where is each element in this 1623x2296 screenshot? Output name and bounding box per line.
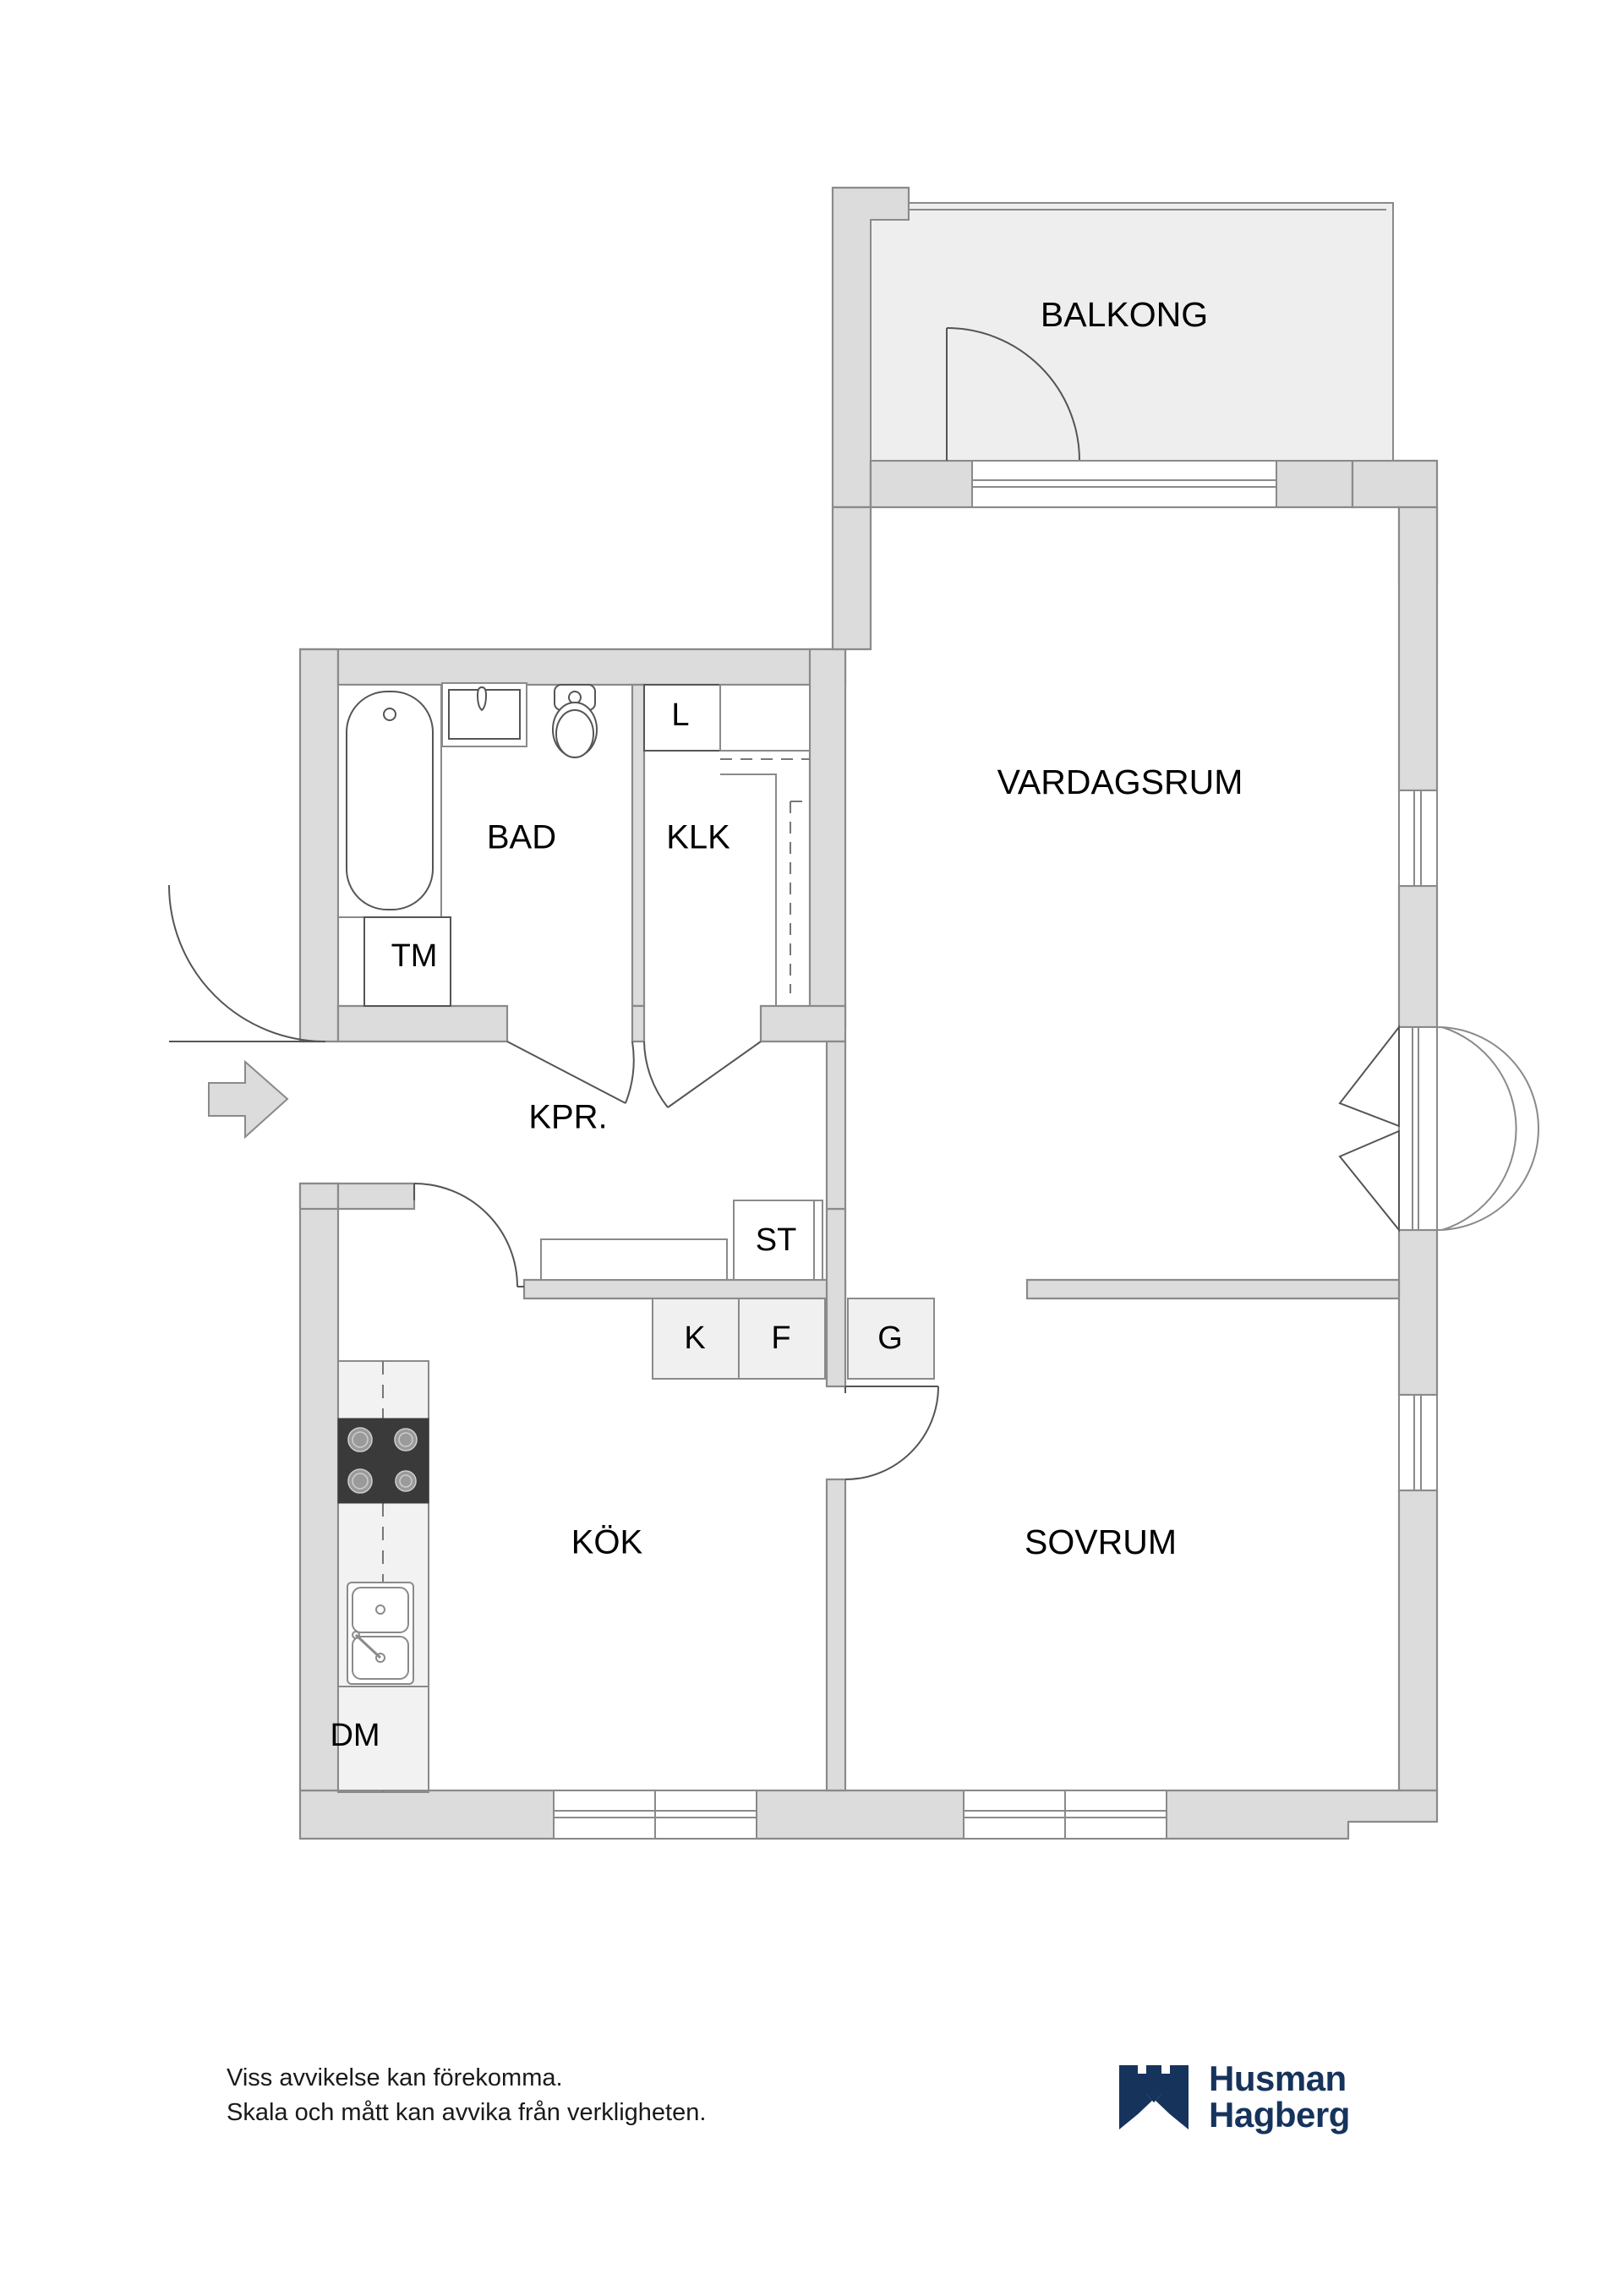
stove-icon xyxy=(337,1418,429,1504)
brand-line-2: Hagberg xyxy=(1209,2094,1350,2135)
door-kok xyxy=(413,1183,524,1287)
disclaimer-line-1: Viss avvikelse kan förekomma. xyxy=(227,2064,563,2091)
wall-bad-bottom xyxy=(336,1004,509,1043)
room-label-bad: BAD xyxy=(487,819,556,856)
interior-doors xyxy=(413,1041,939,1480)
room-label-klk: KLK xyxy=(666,819,730,856)
fixture-label-dm: DM xyxy=(330,1718,380,1753)
wall-bottom-outer xyxy=(298,1789,1439,1840)
freezer-f-box xyxy=(738,1298,826,1380)
footer: Viss avvikelse kan förekomma. Skala och … xyxy=(0,2046,1623,2232)
storage-st-box xyxy=(733,1200,823,1281)
fixture-label-l: L xyxy=(671,697,689,733)
brand-logo-text: Husman Hagberg xyxy=(1209,2058,1350,2135)
floor-plan-container: BALKONG VARDAGSRUM BAD KLK KPR. KÖK SOVR… xyxy=(168,186,1539,1840)
room-label-kok: KÖK xyxy=(571,1524,643,1561)
balcony-area xyxy=(870,202,1394,462)
window-sovrum-right xyxy=(1398,1394,1438,1491)
kitchen-bench xyxy=(540,1238,728,1281)
wall-left-outer-hall-stub xyxy=(298,1182,340,1211)
disclaimer-line-2: Skala och mått kan avvika från verklighe… xyxy=(227,2099,707,2127)
entry-arrow-icon xyxy=(208,1059,289,1140)
room-label-sovrum: SOVRUM xyxy=(1025,1522,1177,1561)
door-bad xyxy=(506,1041,635,1104)
window-vardagsrum-right xyxy=(1398,790,1438,887)
fixture-label-k: K xyxy=(684,1320,705,1356)
balcony-door-arc xyxy=(946,327,1080,462)
window-balcony-door xyxy=(971,460,1277,508)
toilet-icon xyxy=(552,684,598,758)
wall-hall-kitchen-long xyxy=(522,1278,847,1300)
fixture-label-g: G xyxy=(877,1320,903,1356)
wall-right-outer-mid1 xyxy=(1397,884,1439,1029)
dishwasher-box xyxy=(337,1686,429,1791)
windows-group xyxy=(553,460,1539,1840)
klk-shelf-box xyxy=(719,684,811,752)
washing-machine-box xyxy=(363,916,451,1007)
kitchen-sink-icon xyxy=(347,1582,414,1685)
wall-bad-bottom-right xyxy=(631,1004,646,1043)
window-sovrum-bottom xyxy=(963,1790,1167,1840)
wall-right-outer-upper xyxy=(1397,506,1439,792)
wall-right-outer-mid2 xyxy=(1397,1228,1439,1397)
entry-door-group xyxy=(168,884,326,1140)
wall-klk-right-partition xyxy=(808,648,847,1029)
bathroom-fixtures xyxy=(337,682,598,1007)
kitchen-fixtures xyxy=(337,1200,935,1793)
room-label-balkong: BALKONG xyxy=(1041,295,1208,334)
wall-left-outer-upper xyxy=(298,648,340,1043)
bathtub-icon xyxy=(337,684,442,918)
disclaimer-text: Viss avvikelse kan förekomma. Skala och … xyxy=(227,2061,706,2130)
wall-sovrum-top xyxy=(1025,1278,1401,1300)
fixture-label-f: F xyxy=(771,1320,790,1356)
fixture-label-st: ST xyxy=(756,1222,797,1258)
brand-line-1: Husman xyxy=(1209,2058,1347,2098)
wall-klk-bottom xyxy=(759,1004,847,1043)
wall-left-outer-kitchen xyxy=(298,1182,340,1792)
husman-hagberg-h-icon xyxy=(1119,2064,1189,2129)
wall-bad-klk-divider xyxy=(631,683,646,1008)
brand-logo: Husman Hagberg xyxy=(1118,2058,1350,2135)
fixture-label-tm: TM xyxy=(391,938,438,974)
klk-shelf-outline xyxy=(720,774,777,1006)
wall-top-bath-block xyxy=(300,648,847,686)
floor-plan-drawing: BALKONG VARDAGSRUM BAD KLK KPR. KÖK SOVR… xyxy=(168,186,1539,1840)
klk-l-box xyxy=(643,684,721,752)
door-sovrum xyxy=(844,1386,939,1480)
wall-kok-sovrum-divider xyxy=(825,1207,847,1388)
room-labels-group: BALKONG VARDAGSRUM BAD KLK KPR. KÖK SOVR… xyxy=(487,295,1243,1561)
wall-vardagsrum-left xyxy=(831,506,872,651)
wall-hall-kitchen-divider xyxy=(336,1182,416,1211)
wardrobe-g-box xyxy=(847,1298,935,1380)
wall-kok-sovrum-divider-lower xyxy=(825,1478,847,1792)
entry-door-swing-arc xyxy=(168,884,326,1042)
fixture-labels-group: TM L ST K F G DM xyxy=(330,697,902,1753)
door-klk xyxy=(643,1041,762,1108)
room-label-kpr: KPR. xyxy=(528,1099,607,1136)
room-label-vardagsrum: VARDAGSRUM xyxy=(997,763,1243,801)
balcony-floor xyxy=(870,202,1394,462)
sink-icon xyxy=(441,682,527,747)
wall-right-outer-mid3 xyxy=(1397,1489,1439,1792)
klk-fixtures xyxy=(643,684,811,1006)
window-kok-bottom xyxy=(553,1790,757,1840)
door-french-double-right xyxy=(1338,1025,1539,1233)
wall-hall-right xyxy=(825,1040,847,1211)
